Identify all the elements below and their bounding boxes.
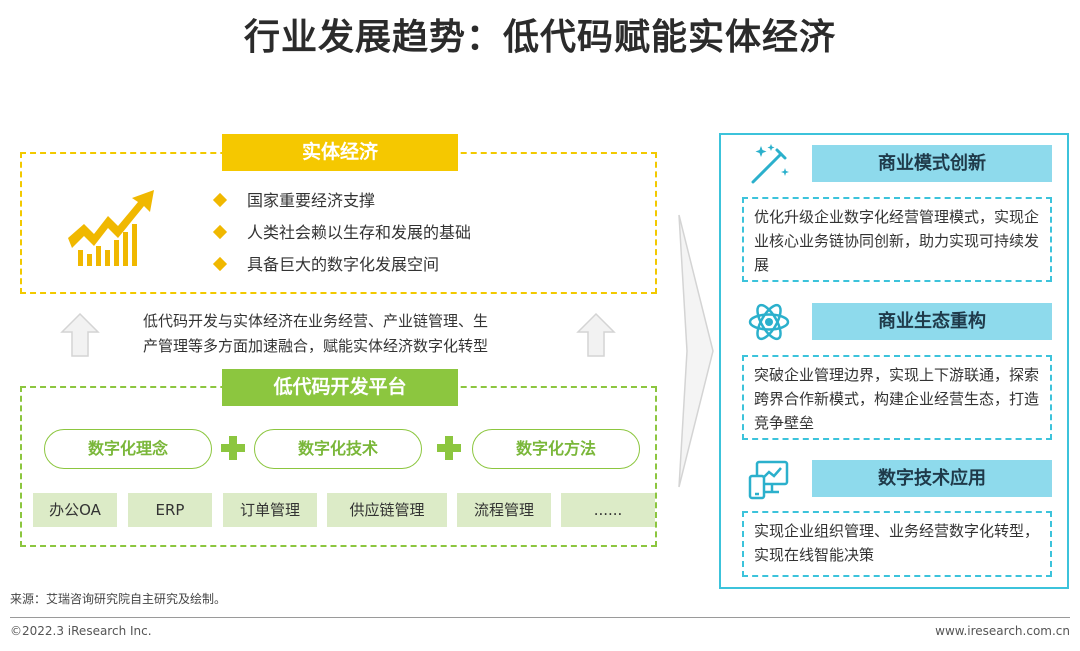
digital-concept-pill: 数字化理念 [44, 429, 212, 469]
impact-panel [719, 133, 1069, 589]
digital-method-pill: 数字化方法 [472, 429, 640, 469]
digital-tech-application-heading: 数字技术应用 [812, 460, 1052, 497]
plus-icon [437, 436, 461, 460]
up-arrow-icon [576, 312, 616, 357]
real-economy-header: 实体经济 [222, 134, 458, 171]
footer-divider [10, 617, 1070, 618]
plus-icon [221, 436, 245, 460]
application-tile: 办公OA [33, 493, 117, 527]
copyright: ©2022.3 iResearch Inc. [10, 624, 152, 638]
website: www.iresearch.com.cn [935, 624, 1070, 638]
page-title: 行业发展趋势：低代码赋能实体经济 [243, 17, 836, 58]
diamond-bullet-icon [212, 224, 228, 240]
up-arrow-icon [60, 312, 100, 357]
application-tile: ...... [561, 493, 655, 527]
application-tile: ERP [128, 493, 212, 527]
diamond-bullet-icon [212, 192, 228, 208]
diamond-bullet-icon [212, 256, 228, 272]
application-tile: 订单管理 [223, 493, 317, 527]
business-model-text: 优化升级企业数字化经营管理模式，实现企业核心业务链协同创新，助力实现可持续发展 [742, 197, 1052, 282]
magic-wand-icon [751, 144, 789, 184]
bullet-item: 具备巨大的数字化发展空间 [212, 253, 439, 277]
bullet-item: 国家重要经济支撑 [212, 189, 375, 213]
growth-chart-icon [68, 190, 154, 266]
bullet-item: 人类社会赖以生存和发展的基础 [212, 221, 471, 245]
atom-icon [748, 303, 790, 341]
low-code-platform-header: 低代码开发平台 [222, 369, 458, 406]
devices-icon [748, 460, 789, 500]
source-note: 来源：艾瑞咨询研究院自主研究及绘制。 [10, 592, 227, 606]
business-ecosystem-heading: 商业生态重构 [812, 303, 1052, 340]
digital-tech-application-text: 实现企业组织管理、业务经营数字化转型，实现在线智能决策 [742, 511, 1052, 577]
business-model-heading: 商业模式创新 [812, 145, 1052, 182]
integration-description: 低代码开发与实体经济在业务经营、产业链管理、生 产管理等多方面加速融合，赋能实体… [143, 312, 489, 355]
application-tile: 供应链管理 [327, 493, 447, 527]
application-tile: 流程管理 [457, 493, 551, 527]
business-ecosystem-text: 突破企业管理边界，实现上下游联通，探索跨界合作新模式，构建企业经营生态，打造竞争… [742, 355, 1052, 440]
digital-technology-pill: 数字化技术 [254, 429, 422, 469]
chevron-right-icon [678, 214, 714, 488]
